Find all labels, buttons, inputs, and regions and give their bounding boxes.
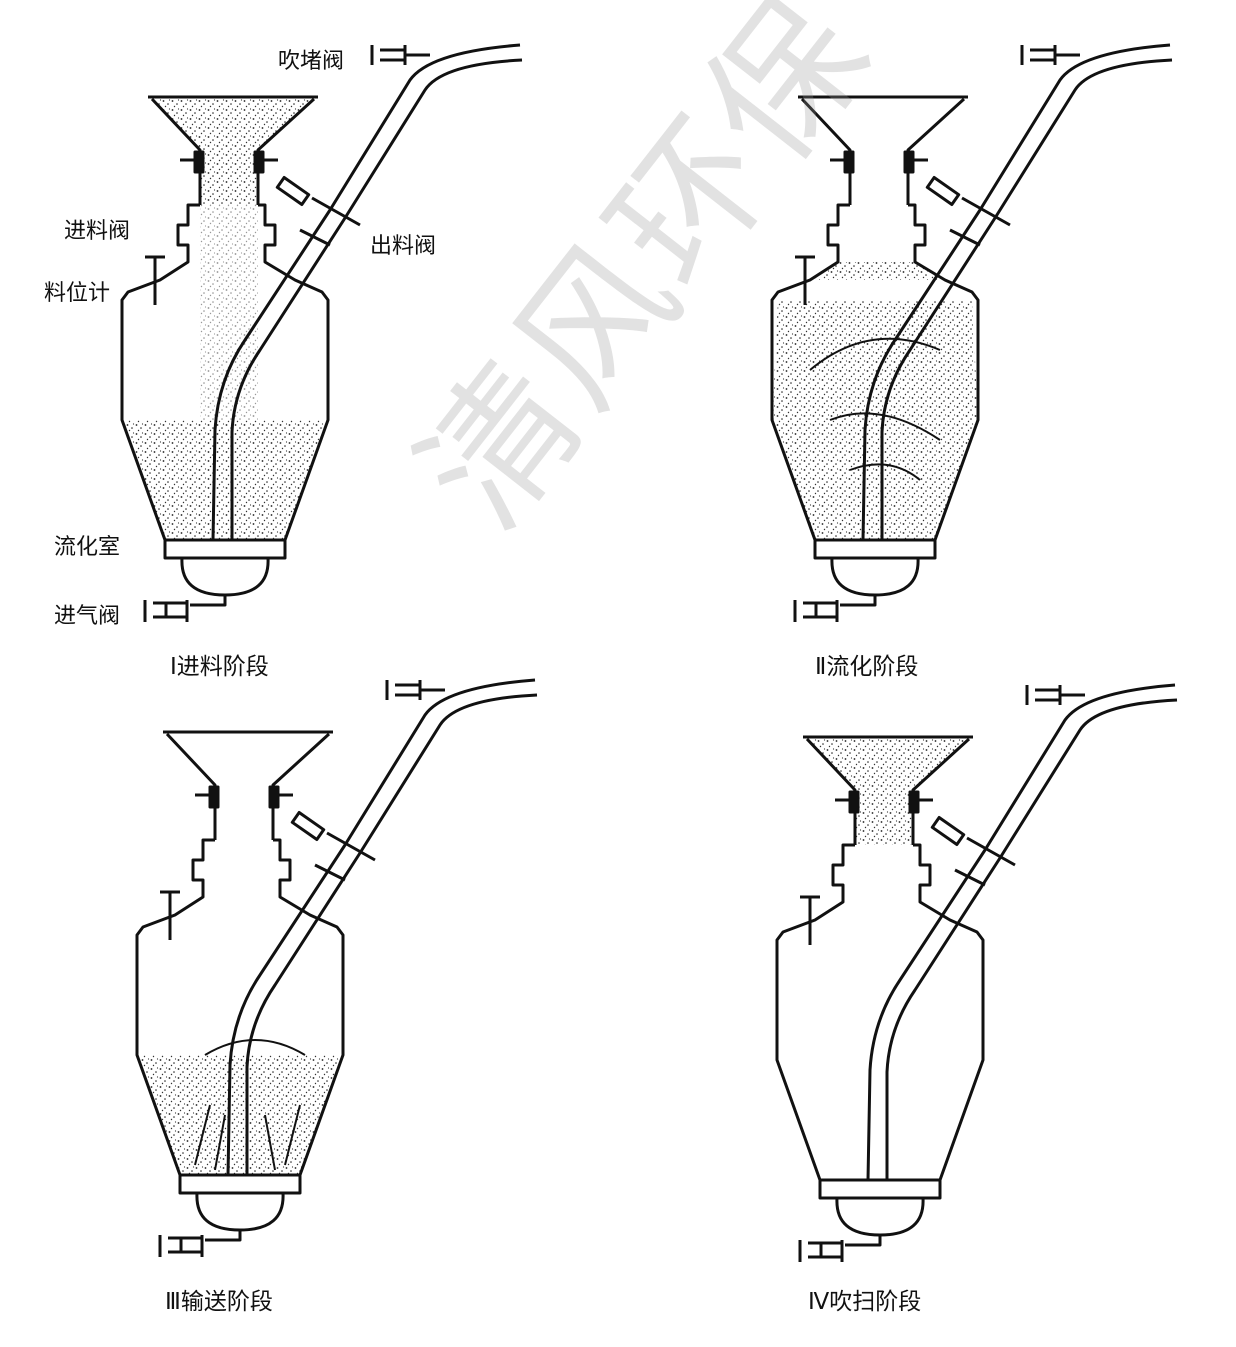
label-fluidization-chamber: 流化室 [54,535,121,560]
caption-stage-4: Ⅳ吹扫阶段 [808,1289,922,1315]
label-purge-valve: 吹堵阀 [278,49,345,74]
stage-4-purging-diagram [775,683,1179,1264]
caption-stage-3: Ⅲ输送阶段 [165,1289,273,1315]
label-feed-valve: 进料阀 [64,219,131,244]
stage-1-feeding-diagram [120,43,524,624]
stage-3-conveying-diagram [135,678,539,1259]
label-discharge-valve: 出料阀 [370,234,437,259]
caption-stage-1: Ⅰ进料阶段 [170,654,269,680]
caption-stage-2: Ⅱ流化阶段 [815,654,919,680]
label-level-gauge: 料位计 [44,281,111,306]
label-air-inlet-valve: 进气阀 [54,604,121,629]
stage-2-fluidization-diagram [770,43,1174,624]
